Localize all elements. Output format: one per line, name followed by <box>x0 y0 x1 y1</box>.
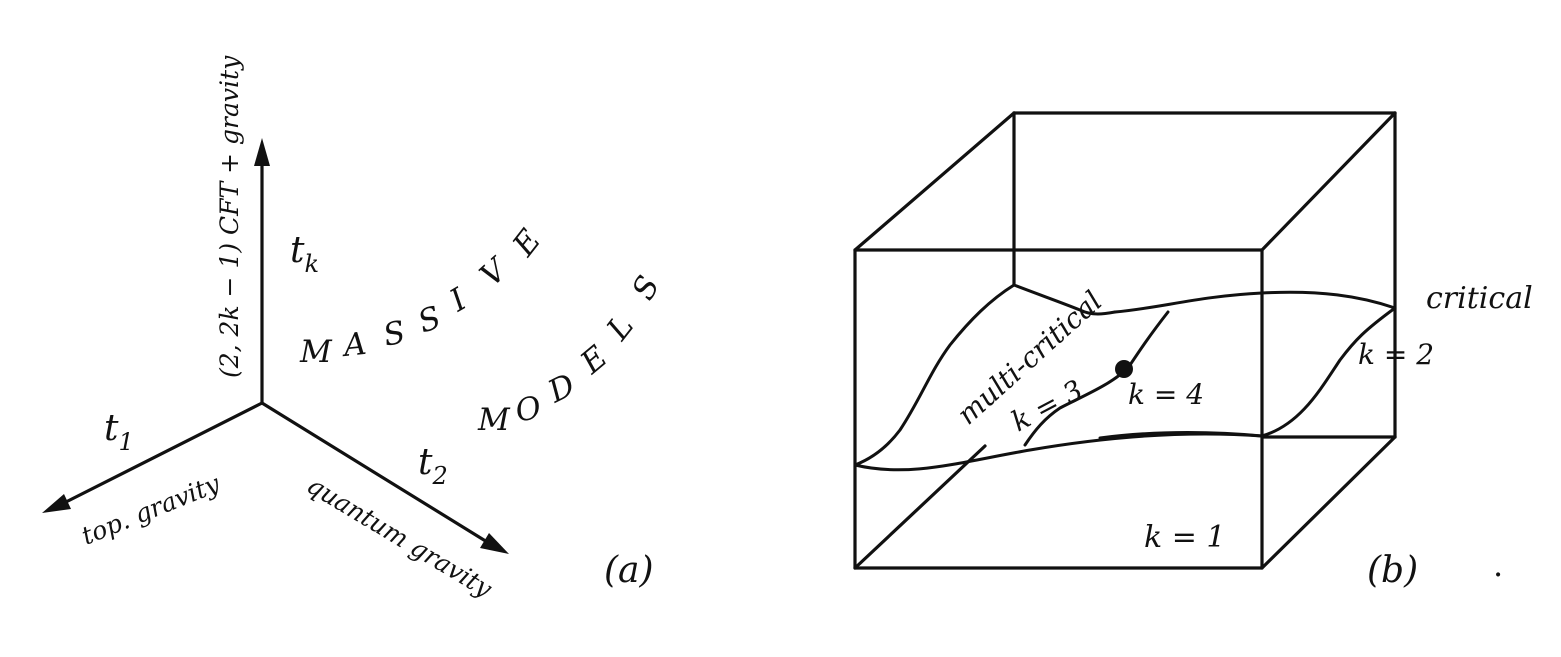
surface-k1-back-curve <box>1098 431 1264 440</box>
cube-bottom-right-edge <box>1260 435 1397 570</box>
surface-critical-top-curve <box>1113 290 1397 314</box>
axis-t2-arrowhead <box>480 533 509 554</box>
trailing-period: . <box>1493 546 1503 584</box>
k4-label: k = 4 <box>1128 378 1204 411</box>
critical-label: critical <box>1426 281 1533 316</box>
surface-critical-right-curve <box>1260 306 1397 438</box>
models-letter: D <box>542 367 581 411</box>
massive-letter: A <box>339 326 368 364</box>
axis-t2-description: quantum gravity <box>302 470 498 603</box>
cube-top-right-edge <box>1260 111 1397 252</box>
cube-top-left-edge <box>853 111 1016 252</box>
models-letter: S <box>625 270 667 306</box>
axis-tk-symbol: tk <box>290 230 319 278</box>
panel-a-label: (a) <box>604 550 654 591</box>
axis-t2-symbol: t2 <box>418 442 448 490</box>
models-letter: L <box>599 309 641 348</box>
panel-a: tk t1 t2 (2, 2k − 1) CFT + gravity top. … <box>42 55 667 604</box>
panel-b-label: (b) <box>1367 550 1418 591</box>
surface-multicritical-top-edge <box>1012 283 1117 316</box>
axis-t2-arrow <box>260 401 494 547</box>
massive-letter: V <box>473 250 516 294</box>
surface-multicritical-inner-curve <box>1023 310 1170 447</box>
k2-label: k = 2 <box>1358 338 1434 371</box>
axis-t1-symbol: t1 <box>104 408 134 456</box>
massive-letter: S <box>380 314 408 354</box>
axis-t1-description: top. gravity <box>77 469 224 551</box>
k1-label: k = 1 <box>1144 520 1225 555</box>
surface-k1-front-curve <box>853 432 1264 472</box>
massive-letter: M <box>299 334 333 370</box>
massive-letter: E <box>505 223 548 264</box>
axis-tk-arrowhead <box>254 138 270 166</box>
massive-letter: S <box>413 299 445 340</box>
critical-point-k4 <box>1115 360 1133 378</box>
surface-multicritical-left-curve <box>853 283 1016 467</box>
models-letter: M <box>477 402 511 438</box>
panel-b: multi-critical critical k = 3 k = 4 k = … <box>853 111 1533 591</box>
cube-front-face <box>853 248 1264 570</box>
massive-letter: I <box>443 281 473 319</box>
axis-t1-arrowhead <box>42 494 71 513</box>
models-letter: O <box>512 389 544 429</box>
cube-bottom-left-edge <box>853 444 987 570</box>
axis-t1-arrow <box>56 401 264 508</box>
models-letter: E <box>573 339 615 382</box>
axis-tk-description: (2, 2k − 1) CFT + gravity <box>215 55 244 378</box>
